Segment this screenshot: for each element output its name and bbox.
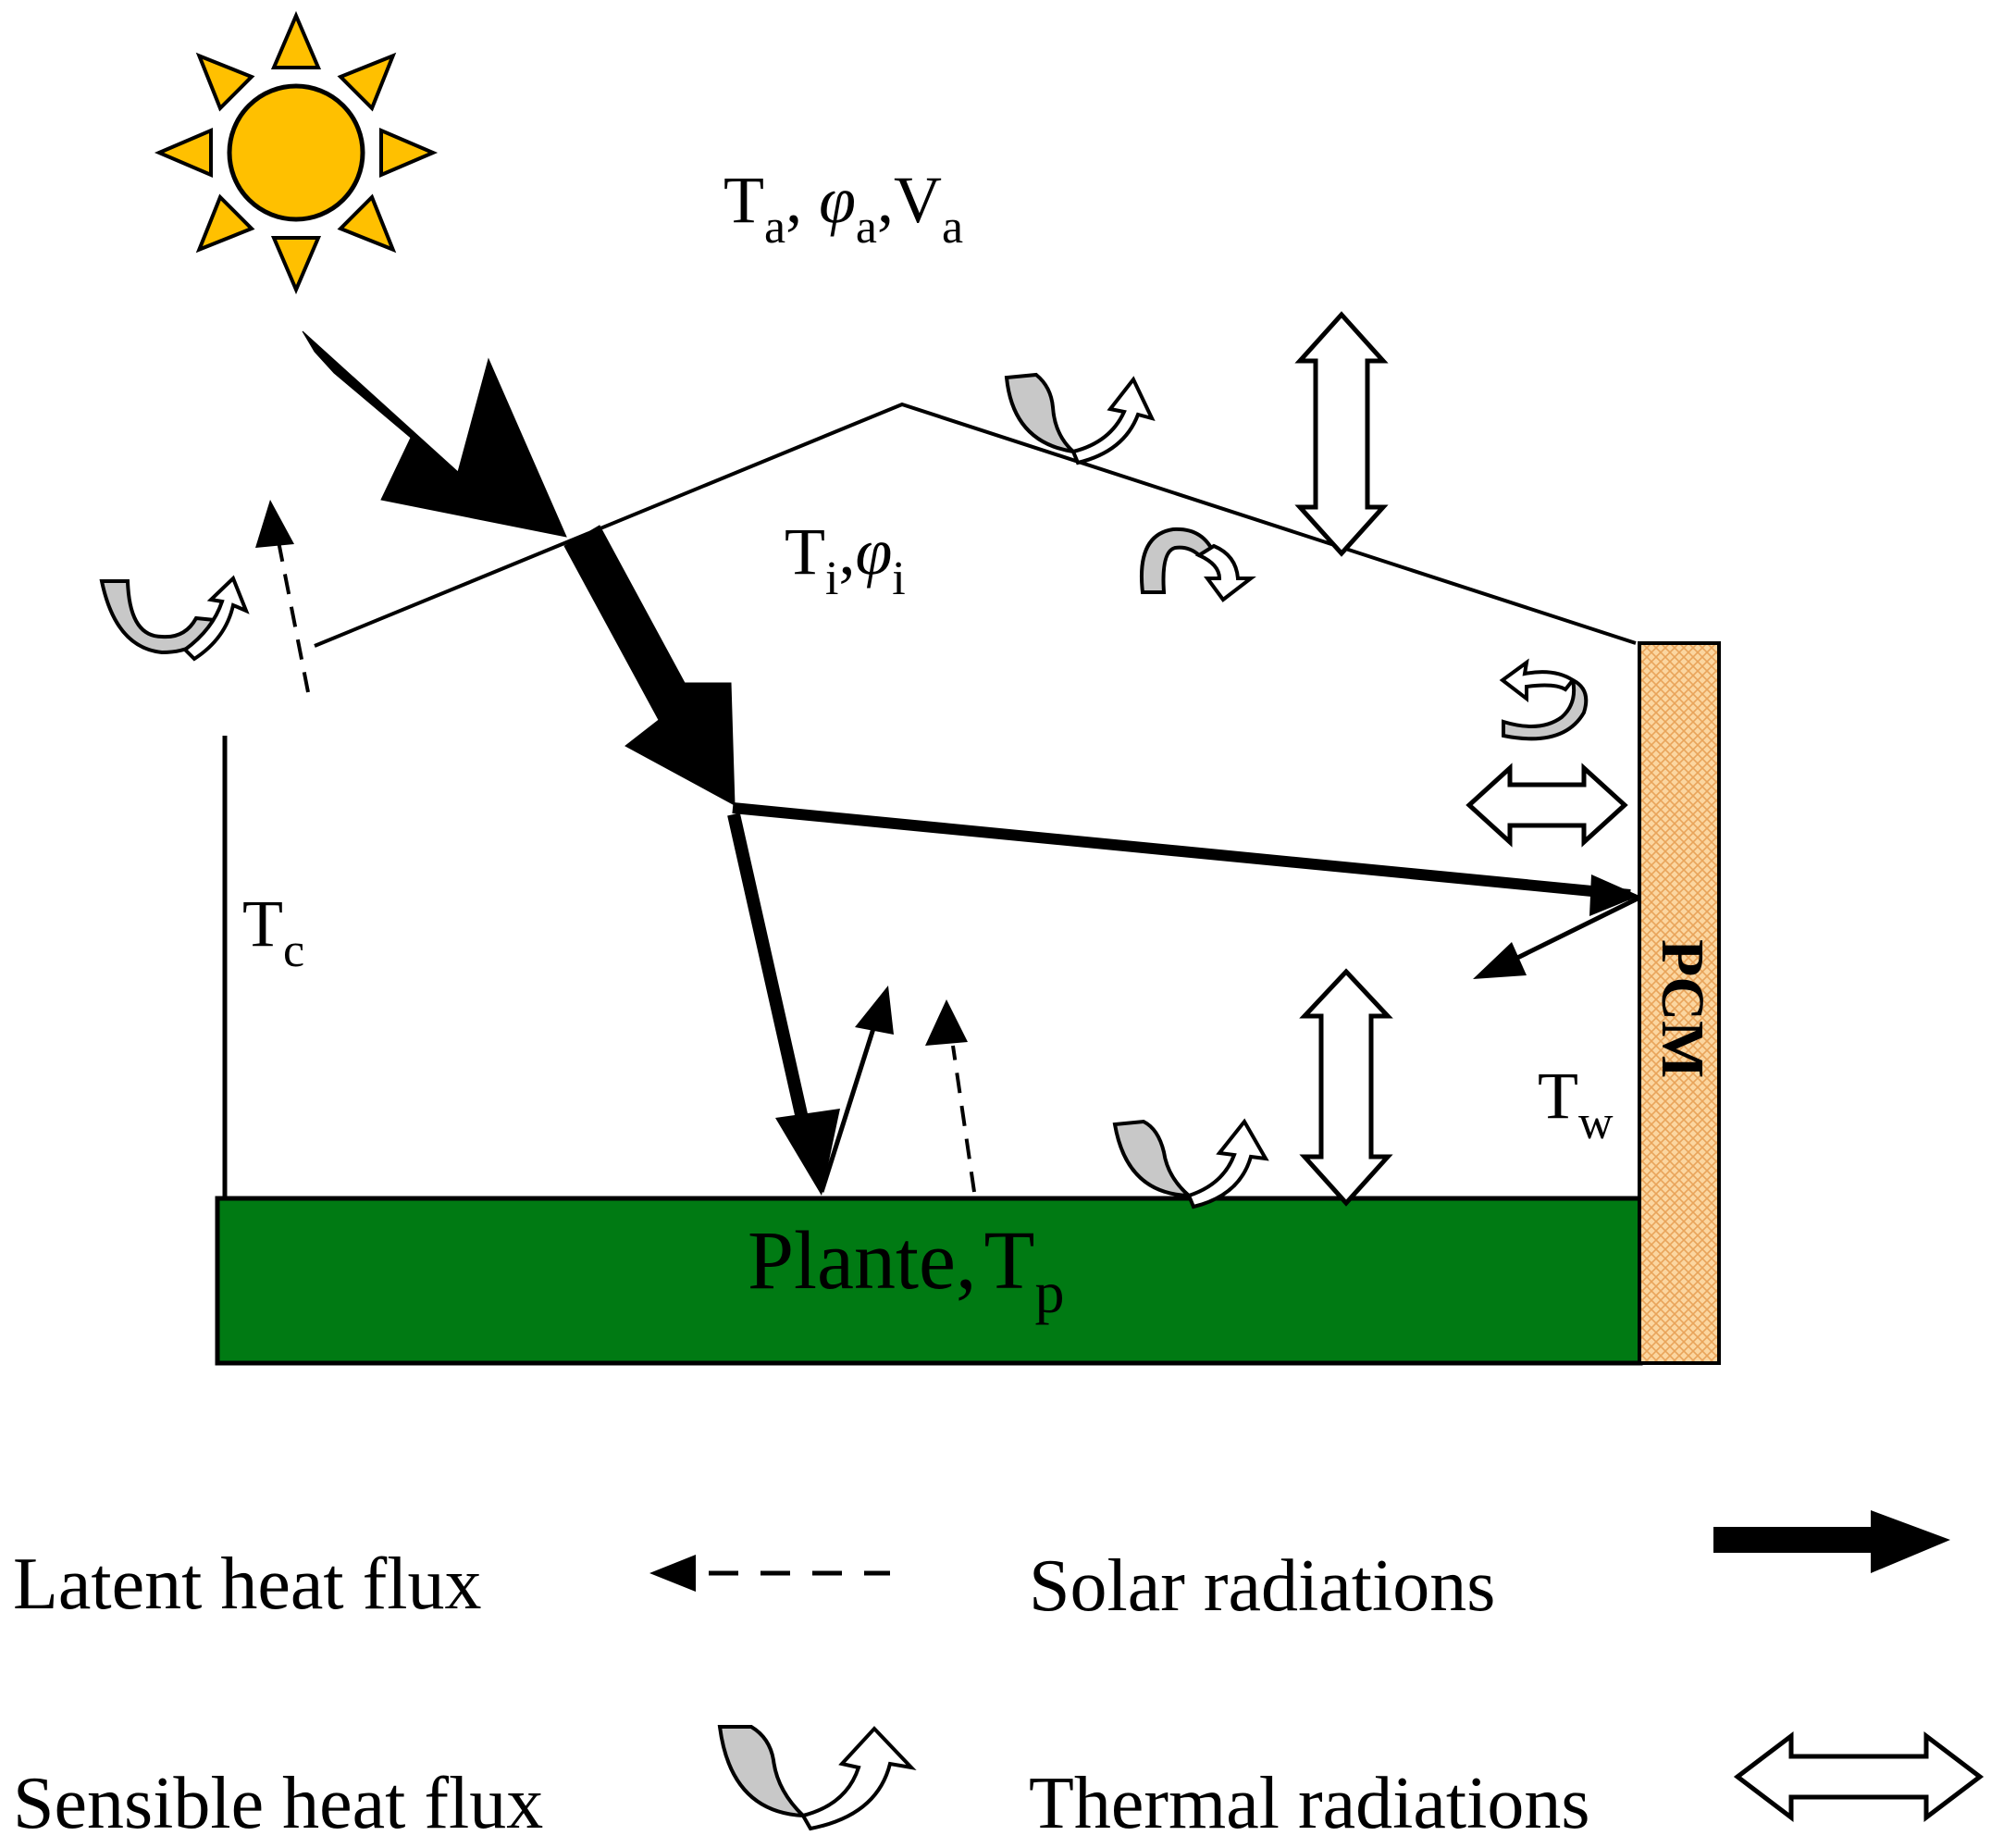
- sun-ray: [195, 193, 255, 254]
- sun-rays: [154, 10, 439, 295]
- solar-radiation-arrows: [302, 330, 1641, 1196]
- reflection-from-plant: [819, 1019, 879, 1193]
- reflection-from-plant-head: [855, 986, 894, 1035]
- reflection-from-pcm: [1506, 895, 1641, 965]
- solar-beam-to-plant-head: [775, 1109, 840, 1196]
- latent-arrow-cover: [276, 536, 310, 693]
- sensible-arrow-cover-left: [99, 575, 250, 662]
- sun-disk: [227, 83, 365, 222]
- solar-beam-to-plant: [727, 812, 811, 1133]
- legend: Latent heat flux Solar radiations Sensib…: [13, 1510, 1985, 1844]
- sensible-heat-arrows: [99, 372, 1589, 1209]
- reflection-from-pcm-head: [1473, 942, 1527, 979]
- sun-ray: [154, 127, 213, 179]
- sun-ray: [270, 236, 322, 295]
- legend-sensible-symbol: [717, 1725, 917, 1831]
- sensible-arrow-plant: [1112, 1118, 1269, 1209]
- sun-ray: [270, 10, 322, 69]
- legend-thermal-label: Thermal radiations: [1029, 1763, 1589, 1844]
- legend-latent-label: Latent heat flux: [13, 1544, 481, 1625]
- thermal-arrow-plant: [1299, 968, 1393, 1207]
- sensible-arrow-inside-roof: [1140, 527, 1256, 602]
- sun-ray: [195, 52, 255, 112]
- latent-arrow-cover-head: [255, 500, 294, 548]
- sensible-arrow-roof: [1004, 372, 1156, 465]
- solar-arrow-incoming: [302, 330, 567, 538]
- sun-ray: [337, 193, 397, 254]
- sun-icon: [154, 10, 439, 295]
- legend-solar-label: Solar radiations: [1029, 1545, 1495, 1627]
- variable-labels: Ta, φa,Va Ti,φi Tc Tw PCM Plante,Tp: [242, 163, 1716, 1325]
- sensible-arrow-wall: [1499, 658, 1589, 741]
- roof-line: [314, 402, 1637, 648]
- solar-beam-to-pcm: [732, 802, 1631, 900]
- plant-label: Plante,Tp: [748, 1215, 1064, 1325]
- cover-temperature-label: Tc: [242, 887, 304, 977]
- latent-arrow-plant: [951, 1045, 976, 1193]
- inside-variables-label: Ti,φi: [785, 515, 906, 605]
- solar-arrow-refracted: [563, 525, 736, 806]
- thermal-arrow-wall: [1465, 763, 1628, 848]
- thermal-arrow-roof: [1294, 311, 1389, 557]
- wall-temperature-label: Tw: [1538, 1059, 1614, 1149]
- latent-arrow-plant-head: [925, 999, 968, 1046]
- legend-latent-symbol: [649, 1555, 890, 1592]
- legend-solar-symbol: [1713, 1510, 1950, 1573]
- thermal-radiation-arrows: [1294, 311, 1628, 1207]
- sun-ray: [337, 52, 397, 112]
- solar-beam-to-pcm-head: [1589, 874, 1639, 916]
- legend-sensible-label: Sensible heat flux: [13, 1763, 543, 1844]
- ambient-variables-label: Ta, φa,Va: [723, 163, 963, 254]
- pcm-label: PCM: [1649, 939, 1716, 1078]
- greenhouse-structure: [215, 402, 1721, 1366]
- sun-ray: [379, 127, 439, 179]
- legend-thermal-symbol: [1733, 1730, 1985, 1823]
- latent-heat-arrows: [255, 500, 976, 1193]
- pcm-panel: [1638, 641, 1721, 1365]
